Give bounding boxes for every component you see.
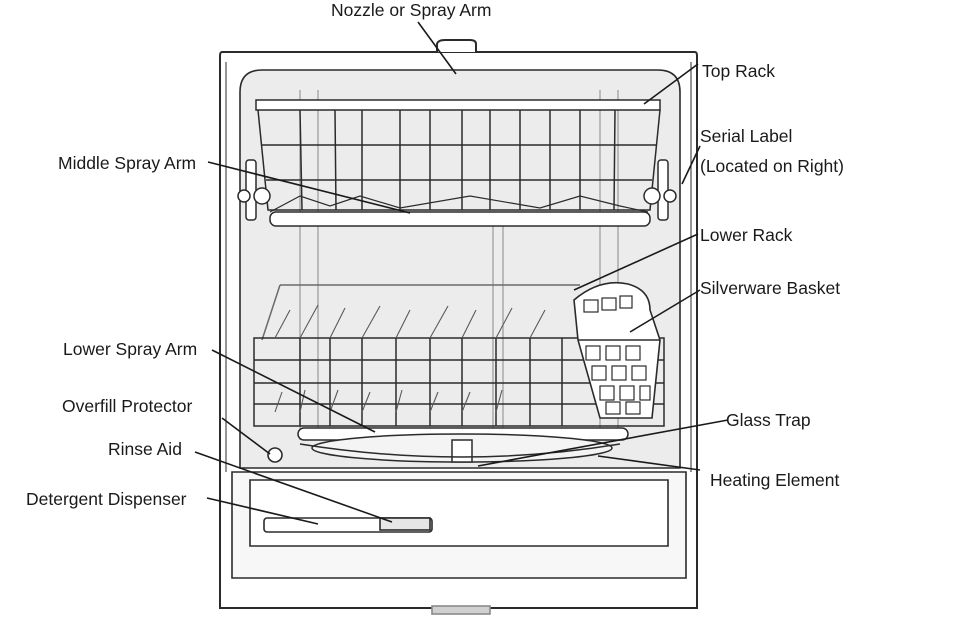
label-heating-element: Heating Element xyxy=(710,470,840,490)
silverware-basket xyxy=(573,281,661,419)
label-detergent-dispenser: Detergent Dispenser xyxy=(26,489,187,509)
label-lower-spray-arm: Lower Spray Arm xyxy=(63,339,198,359)
label-middle-spray-arm: Middle Spray Arm xyxy=(58,153,197,173)
rack-rollers xyxy=(237,159,677,221)
label-nozzle: Nozzle or Spray Arm xyxy=(331,0,492,20)
label-silverware-basket: Silverware Basket xyxy=(700,278,841,298)
label-rinse-aid: Rinse Aid xyxy=(108,439,182,459)
label-serial-label: Serial Label xyxy=(700,126,793,146)
label-serial-location: (Located on Right) xyxy=(700,156,844,176)
label-overfill-protector: Overfill Protector xyxy=(62,396,193,416)
label-glass-trap: Glass Trap xyxy=(726,410,811,430)
dishwasher-body xyxy=(219,39,698,609)
door-panel xyxy=(231,447,687,615)
label-top-rack: Top Rack xyxy=(702,61,775,81)
label-lower-rack: Lower Rack xyxy=(700,225,793,245)
leader-lines xyxy=(194,21,729,525)
top-rack xyxy=(255,99,661,227)
